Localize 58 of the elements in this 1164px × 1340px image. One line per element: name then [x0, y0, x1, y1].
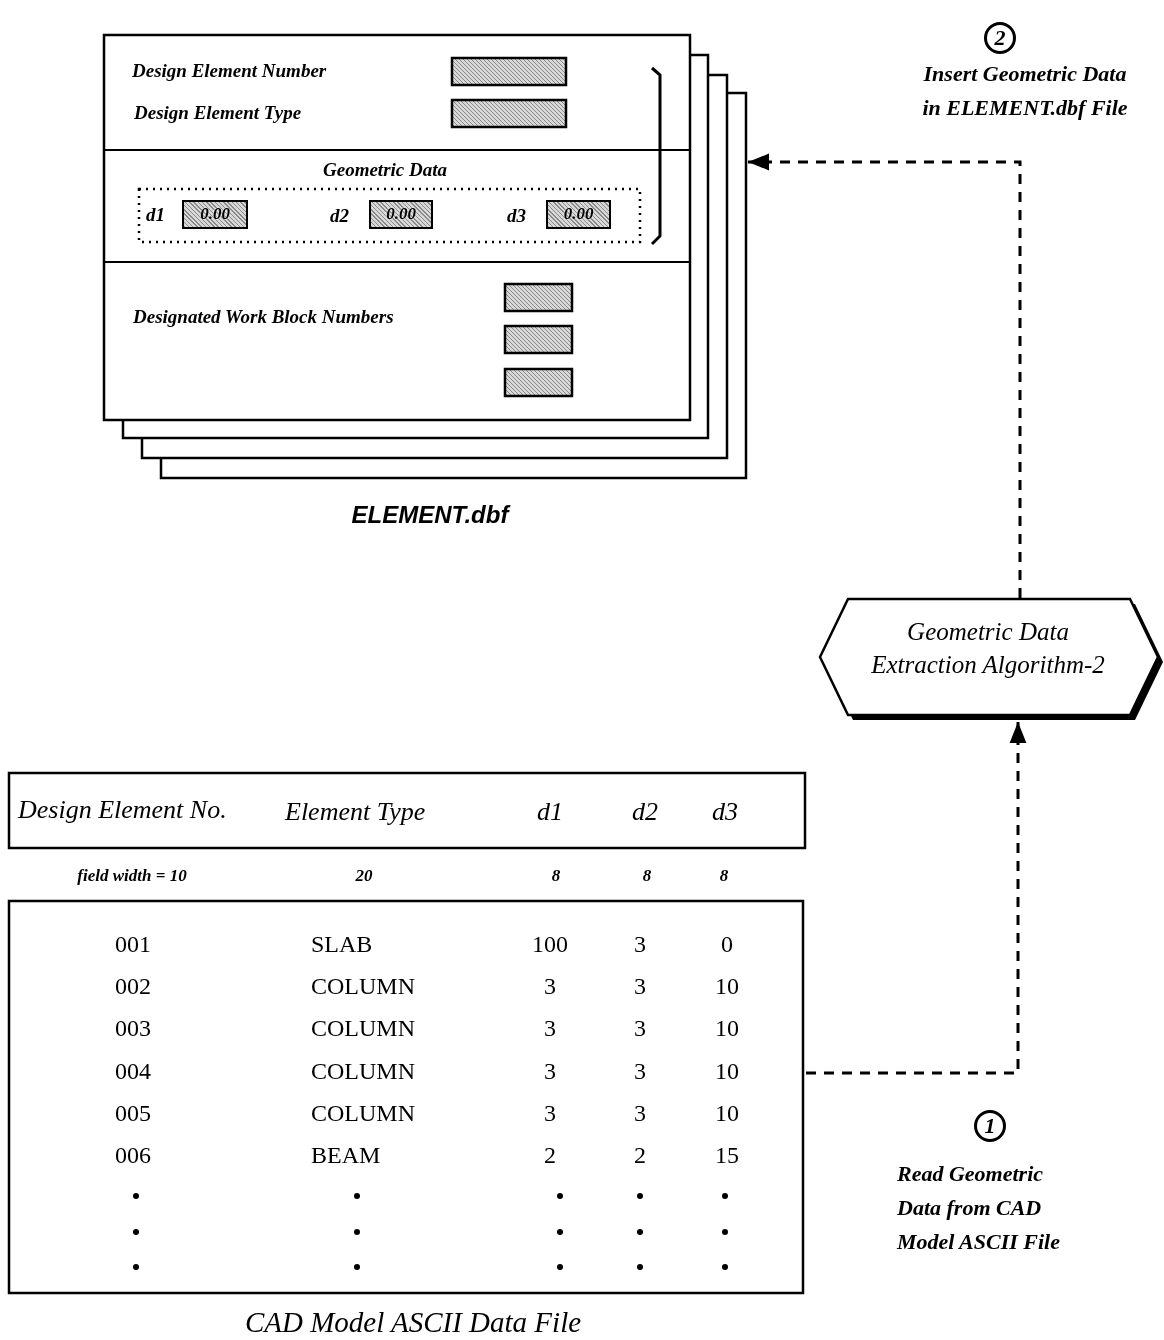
table-value: 3 [634, 973, 646, 1000]
table-value: SLAB [311, 930, 373, 958]
field-label: d1 [146, 204, 165, 226]
table-value: 10 [715, 1099, 739, 1126]
step-description: Read Geometric Data from CAD Model ASCII File [897, 1159, 1061, 1257]
arrow [748, 153, 1022, 598]
table-value: 0 [721, 930, 733, 958]
field-width-label: 8 [719, 866, 729, 886]
column-header: d3 [712, 797, 738, 827]
field-label: Design Element Number [132, 60, 327, 82]
column-header: d1 [537, 797, 563, 827]
value-field: 0.00 [182, 200, 248, 229]
table-value: 10 [715, 1057, 739, 1084]
step-description: Insert Geometric Data in ELEMENT.dbf File [921, 59, 1129, 122]
field-width-label: 20 [355, 866, 373, 886]
table-value: 001 [115, 930, 151, 958]
table-value: 3 [634, 1057, 646, 1084]
section-heading: Geometric Data [323, 159, 447, 181]
file-caption: CAD Model ASCII Data File [244, 1305, 582, 1340]
table-value: 3 [634, 1015, 646, 1042]
table-value: 003 [115, 1015, 151, 1042]
field-width-label: field width = 10 [77, 866, 187, 886]
table-value: 3 [544, 1057, 556, 1084]
table-value: BEAM [311, 1141, 381, 1169]
field-label: d3 [507, 205, 526, 227]
table-value: 100 [532, 930, 568, 958]
table-value: 3 [634, 930, 646, 958]
table-value: 3 [634, 1099, 646, 1126]
column-header: Element Type [285, 797, 426, 827]
column-header: Design Element No. [18, 795, 227, 825]
column-header: d2 [632, 797, 658, 827]
table-value: 002 [115, 973, 151, 1000]
field-width-label: 8 [551, 866, 561, 886]
callout-number: 1 [974, 1110, 1006, 1142]
table-value: 2 [544, 1141, 556, 1169]
table-value: 006 [115, 1141, 151, 1169]
callout-number: 2 [984, 22, 1016, 54]
field-label: d2 [330, 205, 349, 227]
table-value: 15 [715, 1141, 739, 1169]
table-value: COLUMN [311, 1099, 415, 1126]
arrow [806, 722, 1027, 1075]
table-value: 10 [715, 1015, 739, 1042]
value-field: 0.00 [546, 200, 611, 229]
table-value: 004 [115, 1057, 151, 1084]
table-value: 2 [634, 1141, 646, 1169]
table-value: 3 [544, 1015, 556, 1042]
table-value: 3 [544, 1099, 556, 1126]
field-label: Design Element Type [134, 102, 302, 124]
table-value: 3 [544, 973, 556, 1000]
table-value: COLUMN [311, 1057, 415, 1084]
field-label: Designated Work Block Numbers [133, 306, 394, 328]
table-value: COLUMN [311, 973, 415, 1000]
table-value: 10 [715, 973, 739, 1000]
table-value: COLUMN [311, 1015, 415, 1042]
table-value: 005 [115, 1099, 151, 1126]
file-caption: ELEMENT.dbf [351, 500, 509, 531]
field-width-label: 8 [642, 866, 652, 886]
value-field: 0.00 [369, 200, 433, 229]
